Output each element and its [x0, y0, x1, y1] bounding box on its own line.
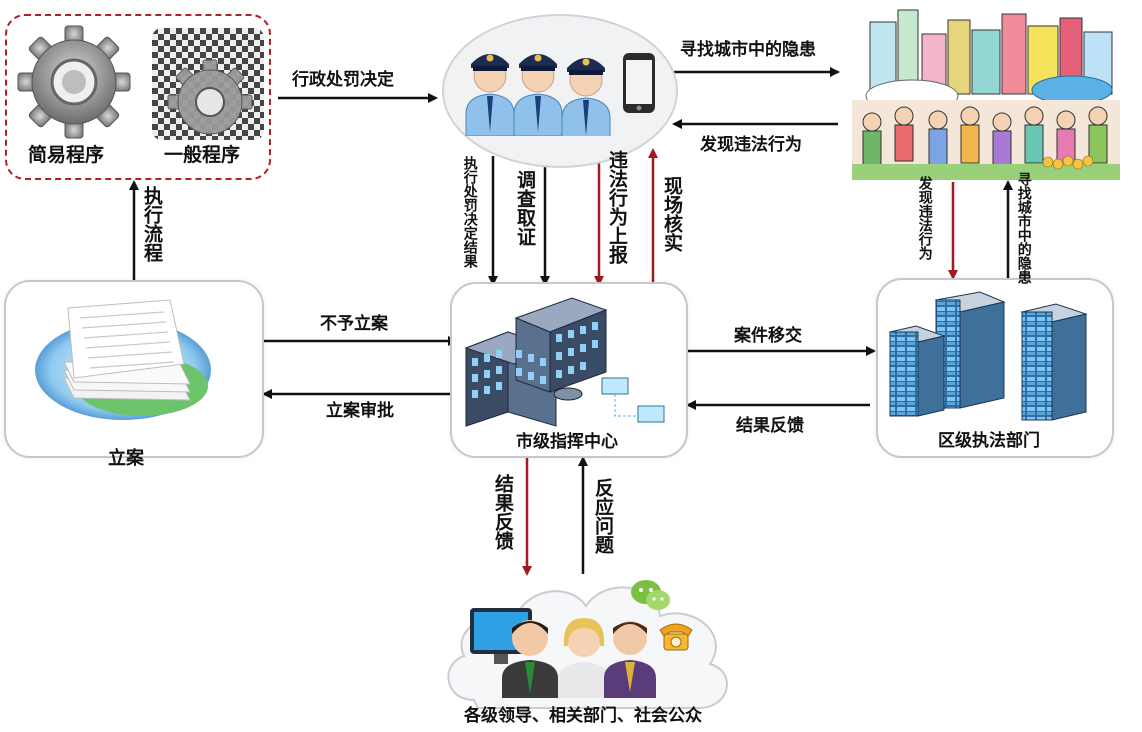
people-group-icon — [470, 608, 656, 698]
case-filing-label: 立案 — [108, 448, 144, 469]
case-approval-label: 立案审批 — [326, 401, 394, 421]
case-transfer-label: 案件移交 — [734, 326, 802, 346]
public-label: 各级领导、相关部门、社会公众 — [464, 706, 702, 726]
admin-penalty-label: 行政处罚决定 — [292, 70, 394, 90]
exec-process-label: 执行流程 — [140, 186, 163, 262]
verify-onsite-label: 现场核实 — [660, 176, 683, 252]
district-dept-label: 区级执法部门 — [938, 431, 1040, 451]
gear-icon — [17, 25, 131, 139]
police-officers-icon — [465, 53, 611, 136]
find-hazards-side-label: 寻找城市中的隐患 — [1015, 172, 1032, 284]
gear-grid-icon — [152, 28, 264, 140]
report-issue-label: 反应问题 — [591, 478, 614, 554]
office-buildings-icon — [888, 291, 1088, 421]
find-violation-top-label: 发现违法行为 — [700, 135, 802, 155]
not-filed-label: 不予立案 — [320, 314, 388, 334]
mobile-phone-icon — [623, 53, 655, 113]
result-feedback-right-label: 结果反馈 — [736, 416, 804, 436]
wechat-icon — [631, 580, 670, 610]
result-feedback-bottom-label: 结果反馈 — [491, 474, 514, 550]
telephone-icon — [659, 623, 693, 651]
simple-procedure-label: 简易程序 — [28, 144, 105, 166]
headquarters-building-icon — [464, 297, 665, 427]
report-violation-label: 违法行为上报 — [605, 150, 628, 264]
city-street-scene-icon — [852, 4, 1120, 180]
exec-penalty-result-label: 执行处罚决定结果 — [461, 156, 478, 268]
find-hazards-top-label: 寻找城市中的隐患 — [680, 40, 816, 60]
general-procedure-label: 一般程序 — [164, 144, 241, 166]
document-stack-icon — [35, 299, 211, 420]
find-violation-side-label: 发现违法行为 — [916, 176, 933, 260]
investigate-label: 调查取证 — [513, 170, 536, 246]
command-center-label: 市级指挥中心 — [516, 432, 618, 452]
